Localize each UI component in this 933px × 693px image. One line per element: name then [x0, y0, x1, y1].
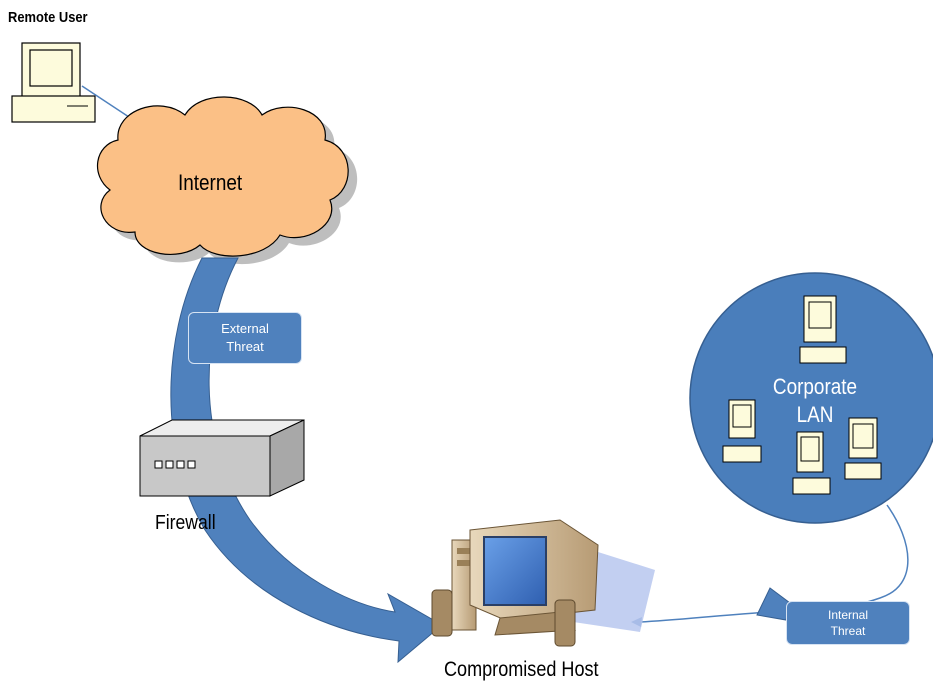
external-threat-line1: External: [221, 321, 269, 336]
corporate-lan-line1: Corporate: [772, 374, 858, 399]
internal-threat-callout: Internal Threat: [786, 601, 910, 645]
lan-workstation-icon: [722, 399, 762, 463]
internet-cloud-icon: [96, 96, 349, 257]
external-threat-callout: External Threat: [188, 312, 302, 364]
lan-workstation-icon: [844, 417, 882, 480]
compromised-host-computer-icon: [431, 519, 655, 647]
internet-label: Internet: [178, 170, 243, 195]
lan-workstation-icon: [799, 295, 847, 364]
corporate-lan-line2: LAN: [796, 402, 834, 427]
remote-user-label: Remote User: [8, 9, 88, 26]
external-threat-line2: Threat: [226, 339, 264, 354]
internal-threat-line2: Threat: [830, 624, 866, 638]
remote-user-computer-icon: [11, 42, 96, 123]
firewall-appliance-icon: [139, 419, 305, 497]
compromised-host-label: Compromised Host: [444, 658, 599, 681]
lan-workstation-icon: [792, 431, 831, 495]
corporate-lan-label: Corporate LAN: [735, 373, 895, 429]
firewall-label: Firewall: [155, 512, 216, 534]
internal-threat-line1: Internal: [827, 608, 869, 622]
